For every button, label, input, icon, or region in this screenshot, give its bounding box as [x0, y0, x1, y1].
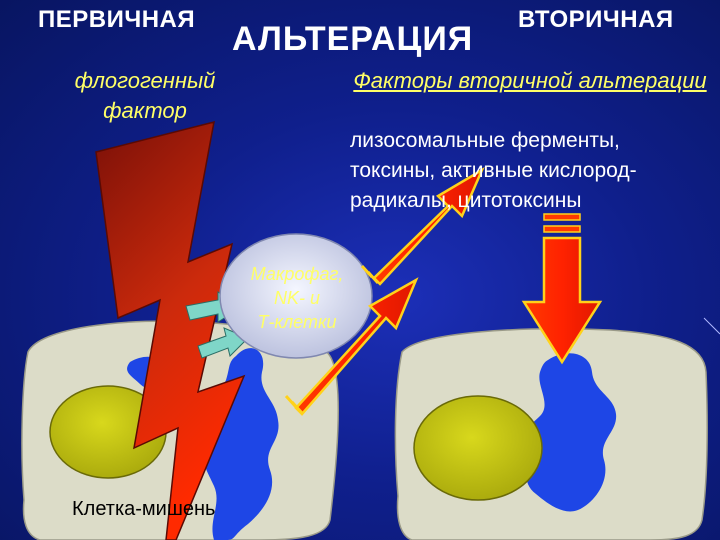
arrow-macrophage-to-factors — [360, 166, 485, 286]
macrophage-label: Макрофаг, NK- и Т-клетки — [250, 264, 344, 332]
arrow-down-to-right-cell — [521, 213, 603, 365]
lightning-bolt — [95, 120, 246, 540]
secondary-factors-list: лизосомальные ферменты, токсины, активны… — [350, 129, 637, 212]
arrow-cell-to-macrophage — [284, 277, 419, 416]
title-alteration: АЛЬТЕРАЦИЯ — [232, 20, 474, 58]
right-cell-nucleus — [413, 395, 543, 501]
title-primary: ПЕРВИЧНАЯ — [38, 6, 196, 33]
primary-factor-label: флогогенный фактор — [74, 68, 216, 123]
macrophage-cell — [219, 233, 373, 359]
target-cell-label: Клетка-мишень — [72, 498, 216, 520]
small-arrow-lower — [197, 327, 249, 359]
title-secondary: ВТОРИЧНАЯ — [518, 6, 674, 33]
right-cell-damage — [517, 353, 617, 512]
edge-line — [703, 317, 720, 335]
secondary-factors-heading: Факторы вторичной альтерации — [353, 68, 707, 93]
